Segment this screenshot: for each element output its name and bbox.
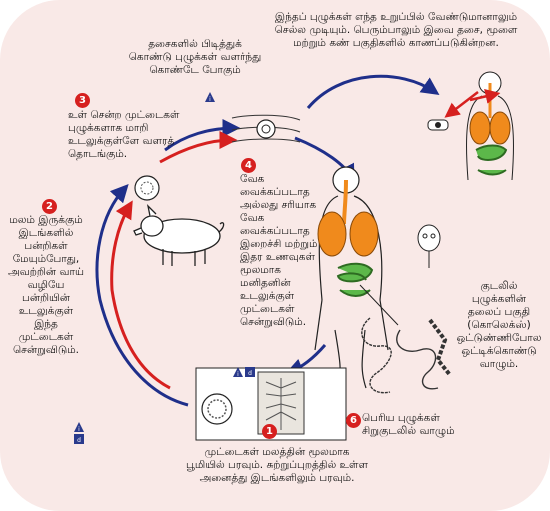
infective-badge-top: i [205, 92, 215, 103]
arrow-stage1-to-pig-blue [95, 184, 189, 407]
step-number-2: 2 [42, 199, 57, 214]
step-2-number-text: 2 [46, 201, 53, 212]
legend-badges-left: i d [74, 422, 84, 444]
scolex-drawing [417, 224, 441, 268]
legend-infective-letter: i [78, 426, 80, 433]
step-3-number-text: 3 [79, 95, 86, 106]
right-lung [349, 211, 379, 257]
organs-label: இந்தப் புழுக்கள் எந்த உறுப்பில் வேண்டுமா… [274, 11, 518, 49]
diagnostic-badge-stage1: d [245, 367, 255, 377]
step-number-4: 4 [241, 158, 256, 173]
infective-badge-letter: i [209, 96, 211, 103]
legend-diagnostic-letter: d [77, 437, 81, 444]
red-arrow-to-brain [469, 89, 501, 104]
step-1-number-text: 1 [266, 426, 273, 437]
infective-badge-stage1-letter: i [237, 371, 239, 378]
step-2-description: மலம் இருக்கும் இடங்களில் பன்றிகள் மேயும்… [8, 214, 84, 356]
step-1-description: முட்டைகள் மலத்தின் மூலமாக பூமியில் பரவும… [186, 446, 368, 484]
muscle-label: தசைகளில் பிடித்துக் கொண்டு புழுக்கள் வளர… [128, 38, 262, 76]
adult-tapeworms [361, 317, 452, 394]
diagnostic-badge-stage1-letter: d [248, 370, 252, 377]
cysticercus-in-muscle [231, 114, 301, 143]
organs-intestine [475, 144, 508, 176]
organs-right-lung [489, 111, 511, 145]
arrow-muscle-to-organs [306, 74, 440, 109]
step-4-number-text: 4 [245, 160, 252, 171]
step-6-description: பெரிய புழுக்கள் சிறுகுடலில் வாழும் [362, 412, 455, 437]
step-3-description: உள் சென்ற முட்டைகள் புழுக்களாக மாறி உடலு… [68, 109, 180, 160]
eye-with-cyst [427, 119, 449, 131]
infective-badge-stage1: i [233, 367, 243, 378]
step-6-number-text: 6 [350, 415, 357, 426]
step-number-1: 1 [262, 424, 277, 439]
human-figure [314, 166, 389, 389]
step-4-description: வேக வைக்கப்படாத அல்லது சரியாக வேக வைக்கப… [240, 173, 318, 328]
small-intestine [336, 262, 374, 297]
pig-drawing [133, 204, 225, 266]
egg-near-pig [134, 175, 160, 201]
proglottid-branches [265, 378, 297, 430]
egg-large [201, 393, 233, 425]
red-arrow-to-eye [444, 91, 479, 118]
step-number-6: 6 [346, 413, 361, 428]
arrow-pig-to-cyst-blue [164, 119, 241, 152]
step-number-3: 3 [75, 93, 90, 108]
left-lung [317, 211, 347, 257]
arrow-stage1-to-pig-red [110, 200, 171, 390]
arrow-pig-to-cyst-red [159, 131, 238, 164]
scolex-label: குடலில் புழுக்களின் தலைப் பகுதி (கொலெக்ஸ… [456, 280, 542, 370]
